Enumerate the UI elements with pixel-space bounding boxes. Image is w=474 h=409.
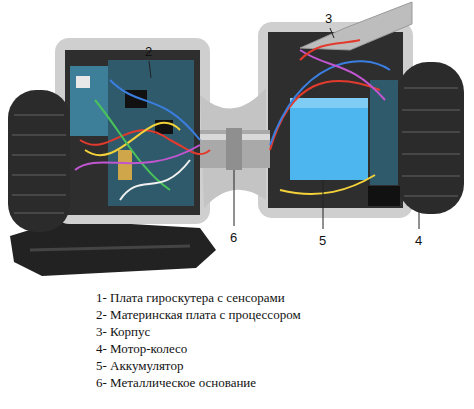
mother-board xyxy=(108,60,194,206)
leader-line xyxy=(234,170,235,226)
right-board xyxy=(370,80,398,185)
legend-item: 3- Корпус xyxy=(96,324,150,339)
legend-item: 2- Материнская плата с процессором xyxy=(96,307,301,322)
callout-number: 4 xyxy=(415,234,422,248)
callout-number: 6 xyxy=(230,231,237,245)
housing-right xyxy=(258,22,413,218)
callout-number: 2 xyxy=(145,45,152,59)
housing-left xyxy=(55,38,210,224)
right-wheel xyxy=(398,62,464,214)
lid xyxy=(300,2,412,50)
leader-line xyxy=(149,61,151,78)
gyro-board xyxy=(70,66,108,136)
battery xyxy=(290,98,368,180)
legend-item: 5- Аккумулятор xyxy=(96,358,183,373)
callout-number: 5 xyxy=(319,234,326,248)
legend-item: 6- Металлическое основание xyxy=(96,375,256,390)
callout-number: 3 xyxy=(325,12,332,26)
left-wheel xyxy=(8,90,70,232)
legend-item: 4- Мотор-колесо xyxy=(96,341,187,356)
leader-line xyxy=(323,180,324,229)
leader-line xyxy=(419,210,420,229)
right-compartment xyxy=(268,32,403,208)
leader-line xyxy=(330,28,334,38)
legend-item: 1- Плата гироскутера с сенсорами xyxy=(96,290,285,305)
